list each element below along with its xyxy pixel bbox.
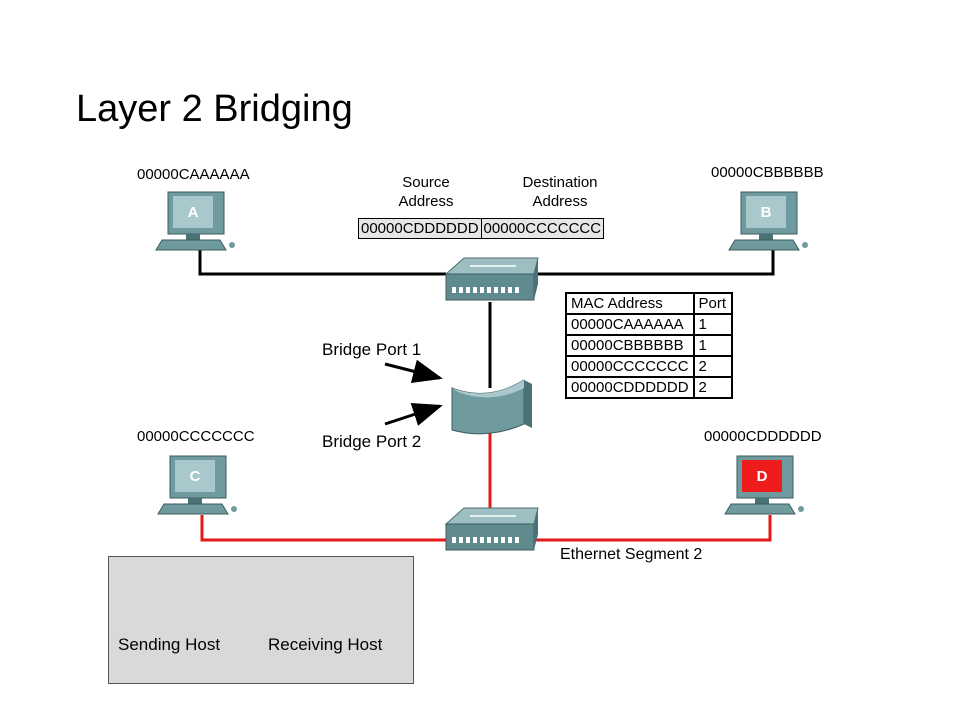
computer-d-icon [724,455,804,515]
segment-1-cabling [198,250,775,388]
computer-a-icon [155,191,235,251]
mac-table-cell-mac: 00000CBBBBBB [565,334,695,357]
host-c-mac: 00000CCCCCCC [137,428,255,445]
hub-segment-1 [444,257,539,301]
legend-sending-host-label: Sending Host [118,635,221,654]
table-row: 00000CAAAAAA 1 [565,313,733,336]
mac-table-cell-port: 2 [692,376,733,399]
mac-table-header-port: Port [692,292,733,315]
mac-table-cell-mac: 00000CCCCCCC [565,355,695,378]
host-a-mac: 00000CAAAAAA [137,166,250,183]
mac-table-cell-mac: 00000CAAAAAA [565,313,695,336]
mac-address-table: MAC Address Port 00000CAAAAAA 1 00000CBB… [565,292,733,399]
host-b-mac: 00000CBBBBBB [711,164,824,181]
mac-table-cell-mac: 00000CDDDDDD [565,376,695,399]
source-address-heading: Source Address [398,174,454,210]
hub-segment-2 [444,507,539,551]
bridge-port-2-arrow [384,402,443,426]
mac-table-cell-port: 1 [692,313,733,336]
mac-table-header-mac: MAC Address [565,292,695,315]
page-title: Layer 2 Bridging [76,88,353,130]
destination-address-heading: Destination Address [522,174,598,210]
mac-table-cell-port: 1 [692,334,733,357]
bridge-device [451,379,532,435]
computer-c-letter: C [189,467,201,485]
legend-receiving-host-label: Receiving Host [268,635,383,654]
table-row: 00000CCCCCCC 2 [565,355,733,378]
legend-panel [108,556,414,684]
table-row: 00000CBBBBBB 1 [565,334,733,357]
ethernet-segment-2-label: Ethernet Segment 2 [560,546,703,563]
source-address-value: 00000CDDDDDD [361,220,479,237]
bridge-port-2-label: Bridge Port 2 [322,432,422,451]
host-d-mac: 00000CDDDDDD [704,428,822,445]
bridge-port-1-label: Bridge Port 1 [322,340,422,359]
computer-d-letter: D [756,467,768,485]
computer-a-letter: A [187,203,199,221]
segment-2-cabling [200,430,772,542]
destination-address-value: 00000CCCCCCC [480,219,604,238]
computer-c-icon [157,455,237,515]
computer-b-letter: B [760,203,772,221]
computer-b-icon [728,191,808,251]
mac-table-cell-port: 2 [692,355,733,378]
mac-table-header-row: MAC Address Port [565,292,733,315]
table-row: 00000CDDDDDD 2 [565,376,733,399]
frame-address-box: 00000CDDDDDD 00000CCCCCCC [358,218,605,239]
bridge-port-1-arrow [384,359,443,383]
